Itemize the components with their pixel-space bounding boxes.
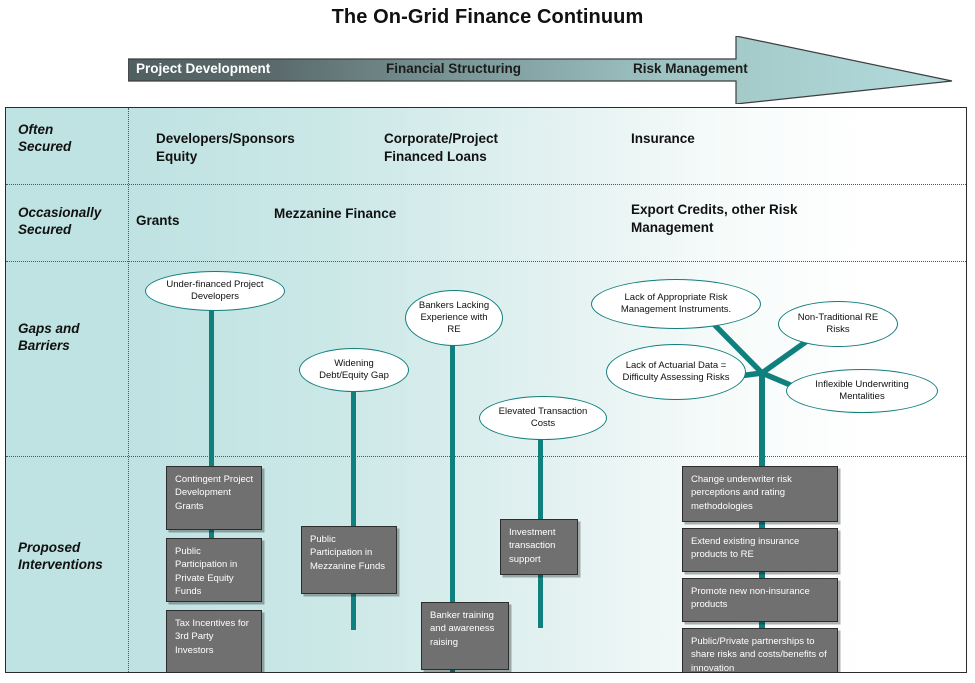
arrow-stage-label-financial-structuring: Financial Structuring [386,61,522,76]
page-title: The On-Grid Finance Continuum [331,6,644,28]
intervention-box-investment-transaction-support: Investment transaction support [500,519,578,575]
continuum-arrow: Project Development Financial Structurin… [128,36,954,104]
often-secured-item-insurance: Insurance [631,131,695,146]
intervention-box-public-participation-mezzanine: Public Participation in Mezzanine Funds [301,526,397,594]
gap-ellipse-non-traditional-re-risks: Non-Traditional RE Risks [778,301,898,347]
intervention-box-contingent-project-development-grants: Contingent Project Development Grants [166,466,262,530]
intervention-box-change-underwriter-risk-perceptions: Change underwriter risk perceptions and … [682,466,838,522]
arrow-stage-label-project-development: Project Development [136,61,271,76]
intervention-box-public-participation-private-equity: Public Participation in Private Equity F… [166,538,262,602]
stem-bankers-lacking-experience [450,342,455,672]
intervention-box-tax-incentives-3rd-party: Tax Incentives for 3rd Party Investors [166,610,262,672]
gap-ellipse-elevated-transaction-costs: Elevated Transaction Costs [479,396,607,440]
occasionally-secured-item-mezzanine-finance: Mezzanine Finance [274,206,397,221]
gap-ellipse-lack-of-actuarial-data: Lack of Actuarial Data = Difficulty Asse… [606,344,746,400]
gap-ellipse-widening-debt-equity-gap: Widening Debt/Equity Gap [299,348,409,392]
intervention-box-banker-training: Banker training and awareness raising [421,602,509,670]
row-divider-3 [6,456,966,457]
gap-ellipse-inflexible-underwriting-mentalities: Inflexible Underwriting Mentalities [786,369,938,413]
column-divider [128,108,129,672]
arrow-stage-label-risk-management: Risk Management [633,61,748,76]
gap-ellipse-lack-of-appropriate-risk-instruments: Lack of Appropriate Risk Management Inst… [591,279,761,329]
occasionally-secured-item-grants: Grants [136,213,180,228]
gap-ellipse-under-financed-developers: Under-financed Project Developers [145,271,285,311]
intervention-box-public-private-partnerships: Public/Private partnerships to share ris… [682,628,838,672]
stem-under-financed-developers [209,306,214,569]
arrow-shape [128,36,953,104]
row-divider-1 [6,184,966,185]
gap-ellipse-bankers-lacking-experience: Bankers Lacking Experience with RE [405,290,503,346]
intervention-box-extend-existing-insurance-products: Extend existing insurance products to RE [682,528,838,572]
row-divider-2 [6,261,966,262]
intervention-box-promote-new-non-insurance-products: Promote new non-insurance products [682,578,838,622]
stem-widening-debt-equity-gap [351,388,356,630]
